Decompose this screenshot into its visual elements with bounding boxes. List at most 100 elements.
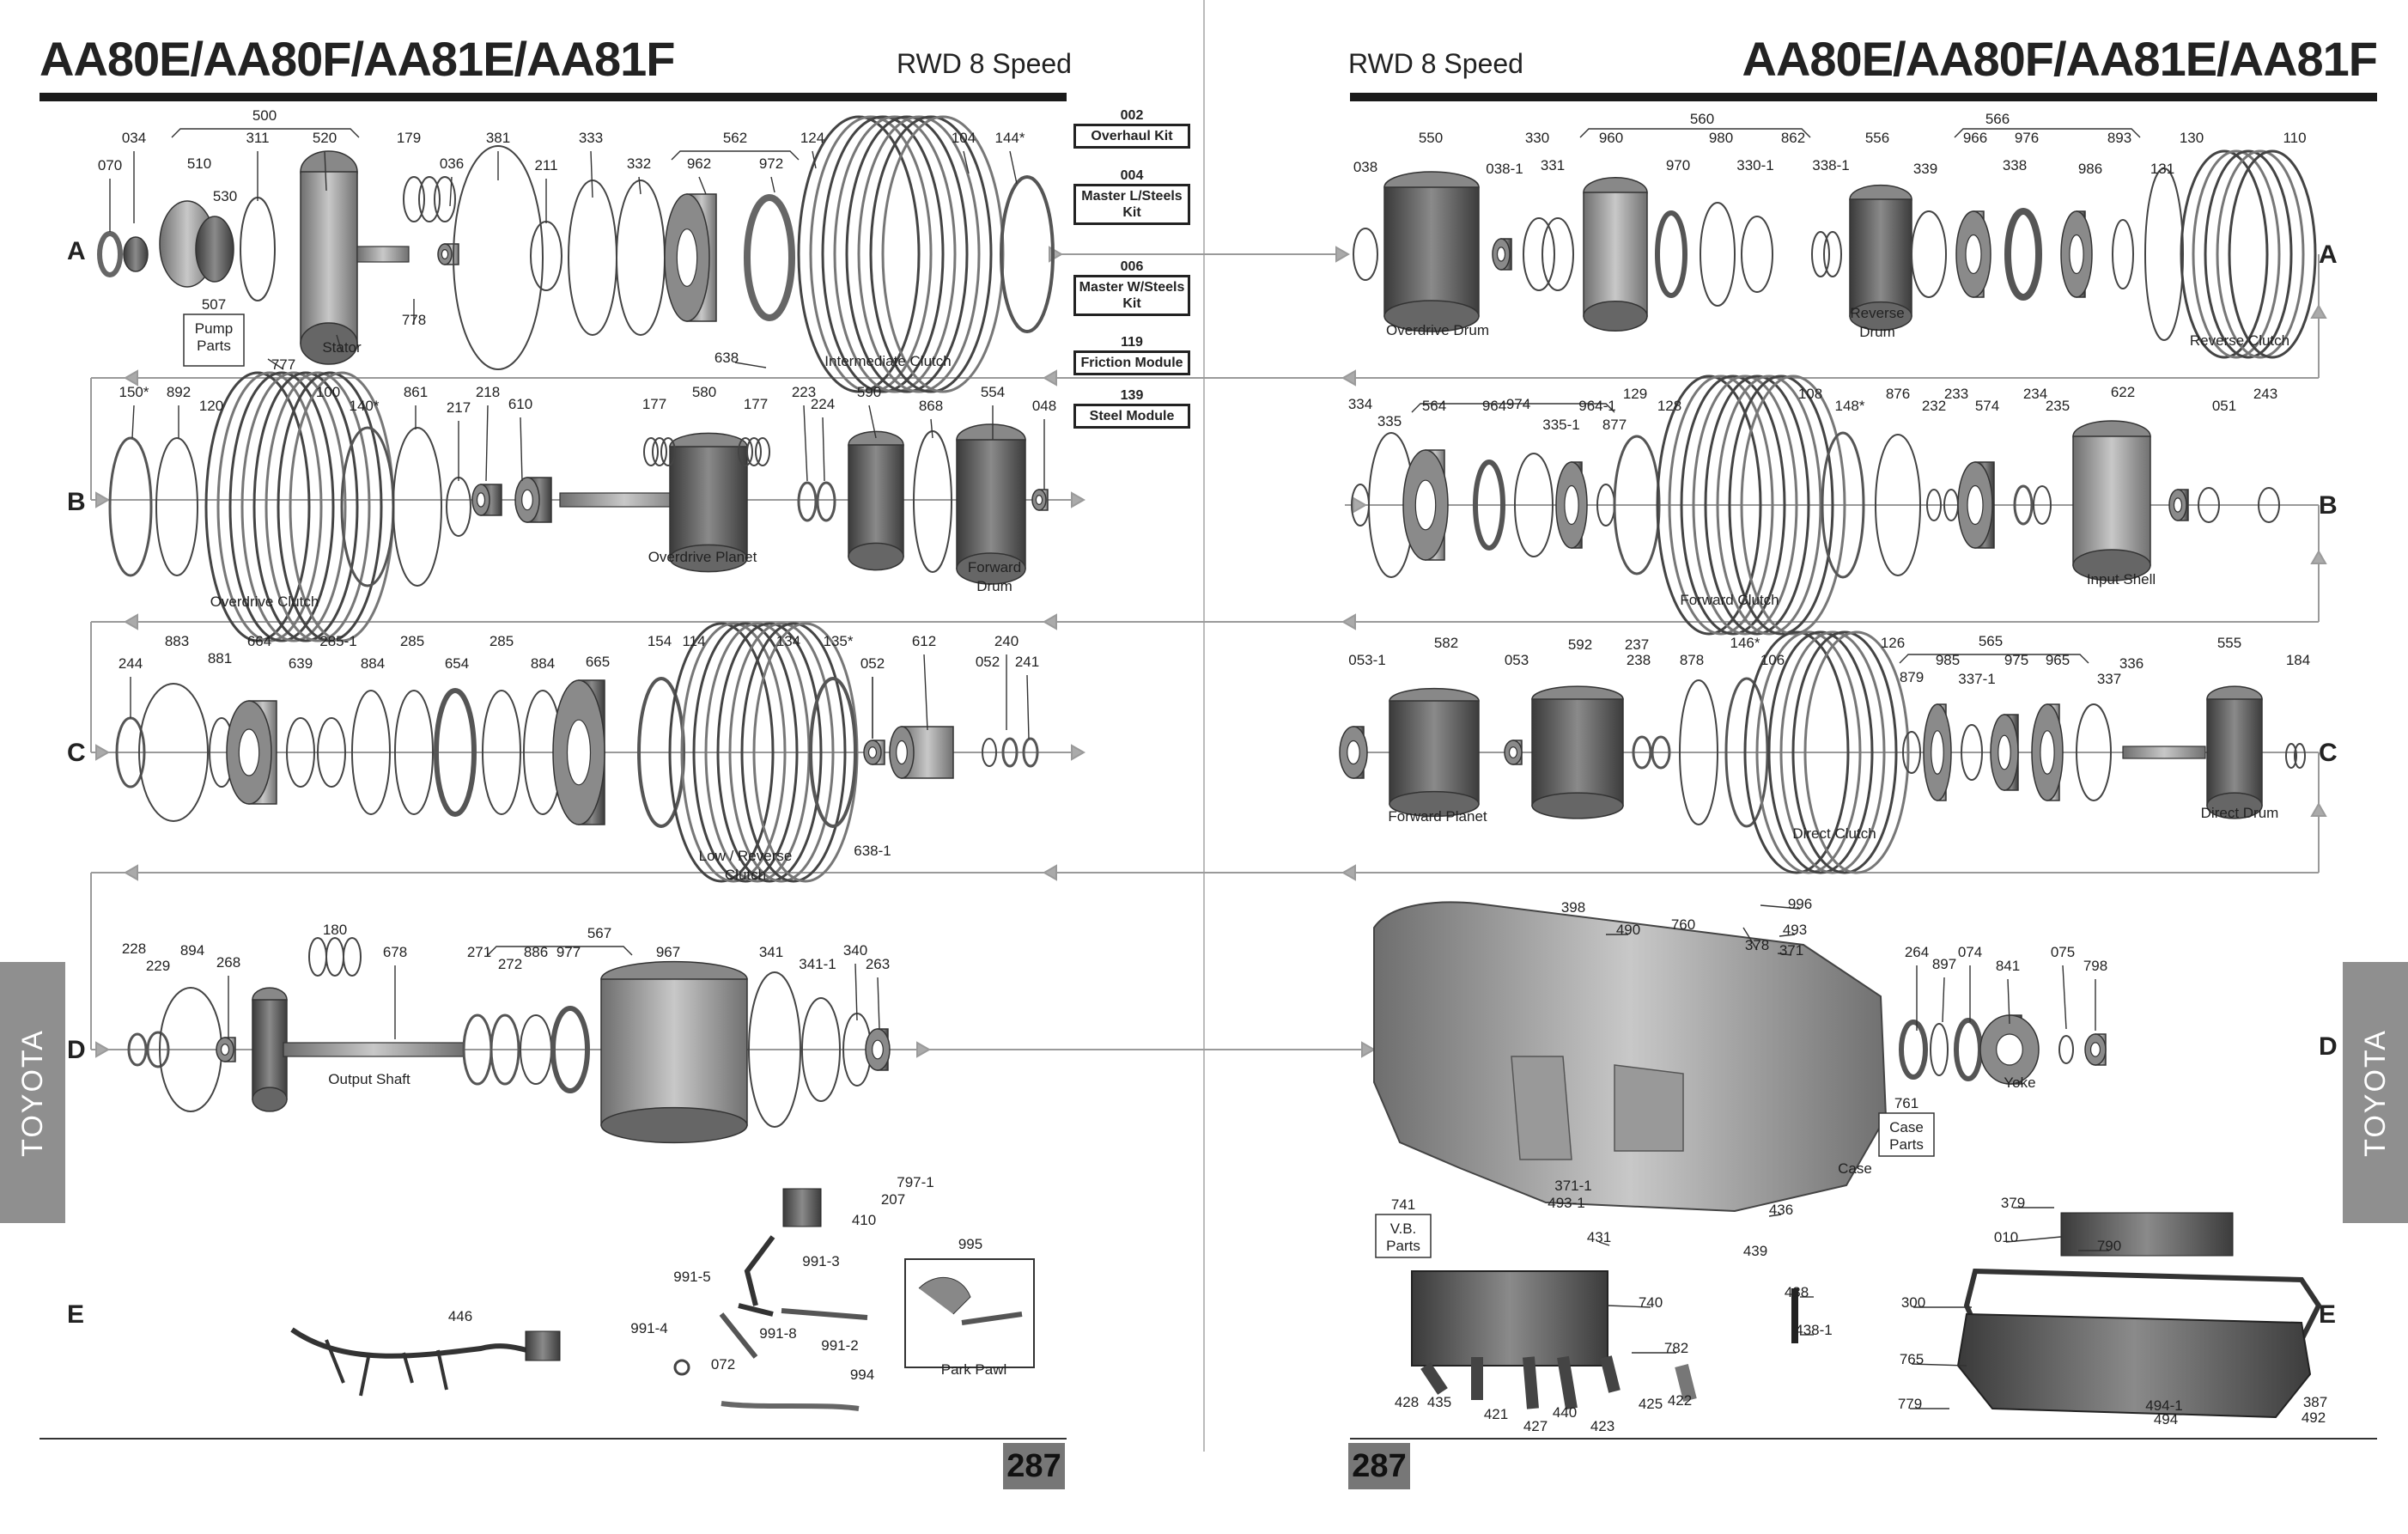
callout-label: 177 <box>744 396 768 412</box>
ring-part <box>2033 485 2052 525</box>
callout-label: 110 <box>2283 130 2306 146</box>
leader-line <box>1598 1241 1610 1246</box>
row-label-e-left: E <box>67 1300 85 1329</box>
callout-label: 868 <box>919 398 943 414</box>
ring-part <box>446 477 471 537</box>
side-tab-left: TOYOTA <box>0 962 65 1223</box>
cylinder-part <box>2173 497 2183 513</box>
cylinder-part <box>238 728 260 776</box>
ring-part <box>1001 737 1019 768</box>
drum-part <box>1531 698 1624 807</box>
callout-label: 075 <box>2051 944 2075 960</box>
kit-label: Overhaul Kit <box>1073 124 1190 149</box>
leader-line <box>485 405 489 482</box>
callout-label: 665 <box>586 654 610 670</box>
callout-label: Direct Clutch <box>1792 825 1876 842</box>
cylinder-part <box>441 249 449 260</box>
leader-line <box>1911 1363 1967 1367</box>
flow-arrow <box>95 1041 111 1058</box>
callout-label: 881 <box>208 650 232 667</box>
right-page-title: AA80E/AA80F/AA81E/AA81F <box>1742 32 2378 86</box>
flow-lines <box>90 246 2327 1058</box>
ring-part <box>1473 460 1505 551</box>
callout-label: 341 <box>759 944 783 960</box>
ring-part <box>482 690 521 815</box>
left-page-subtitle: RWD 8 Speed <box>897 48 1072 79</box>
callout-label: 965 <box>2046 652 2070 668</box>
ring-part <box>1353 228 1378 281</box>
ring-part <box>2013 484 2034 526</box>
callout-label: 765 <box>1900 1351 1924 1367</box>
ring-part <box>2204 149 2293 359</box>
output-shaft-part <box>252 1087 288 1112</box>
callout-label: 986 <box>2078 161 2102 177</box>
ring-part <box>748 971 801 1128</box>
leader-line <box>868 405 877 439</box>
boxed-group-label: Parts <box>1889 1136 1924 1153</box>
leader-line <box>131 405 135 439</box>
ring-part <box>1755 630 1862 874</box>
rod-part <box>721 1401 860 1411</box>
flow-arrow <box>1353 496 1368 514</box>
right-footer-rule <box>1350 1438 2377 1440</box>
callout-label: 104 <box>952 130 976 146</box>
leader-line <box>770 176 775 193</box>
flow-arrow <box>95 744 111 761</box>
ring-part <box>2144 167 2184 341</box>
cylinder-part <box>1998 734 2011 770</box>
callout-label: Forward Clutch <box>1680 592 1779 608</box>
ring-part <box>637 677 685 828</box>
ring-part <box>1926 489 1942 521</box>
callout-label: 994 <box>850 1367 874 1383</box>
flow-arrow <box>1042 613 1057 630</box>
cylinder-part <box>2069 234 2084 275</box>
leader-line <box>1760 904 1801 910</box>
callout-label: 134 <box>776 633 800 649</box>
ring-part <box>692 622 799 883</box>
callout-label: Overdrive Planet <box>648 549 757 565</box>
ring-part <box>821 115 945 393</box>
ring-part <box>1668 374 1774 636</box>
cylinder-part <box>1508 746 1518 758</box>
leader-line <box>822 417 825 482</box>
callout-label: 991-3 <box>802 1253 839 1269</box>
ring-part <box>1740 374 1846 636</box>
callout-label: 897 <box>1932 956 1956 972</box>
callout-label: 150* <box>119 384 149 400</box>
boxed-group-number: 507 <box>202 296 226 313</box>
callout-label: 562 <box>723 130 747 146</box>
leader-line <box>854 963 858 1021</box>
callout-label: 337 <box>2097 671 2121 687</box>
pipe-part <box>1791 1288 1798 1343</box>
callout-label: 335-1 <box>1542 417 1579 433</box>
callout-label: 678 <box>383 944 407 960</box>
callout-label: 555 <box>2217 635 2241 651</box>
ring-part <box>809 115 933 393</box>
kit-label: Steel Module <box>1073 404 1190 429</box>
ring-part <box>1961 724 1983 781</box>
callout-label: 421 <box>1484 1406 1508 1422</box>
ring-part <box>418 176 441 222</box>
shaft-part <box>2122 746 2206 759</box>
callout-label: 439 <box>1743 1243 1767 1259</box>
ring-part <box>403 176 425 222</box>
callout-label: 378 <box>1745 937 1769 953</box>
rod-part <box>719 1308 868 1359</box>
ring-part <box>1767 630 1874 874</box>
callout-label: 180 <box>323 922 347 938</box>
boxed-group-label: Case <box>1889 1119 1924 1135</box>
flow-arrow <box>1071 744 1086 761</box>
callout-label: 228 <box>122 940 146 957</box>
callout-label: 124 <box>800 130 824 146</box>
ring-part <box>1613 435 1661 575</box>
callout-label: 207 <box>881 1191 905 1208</box>
row-label-b-left: B <box>67 488 86 516</box>
leader-line <box>930 418 933 439</box>
callout-label: 638 <box>714 350 739 366</box>
output-shaft-part <box>252 999 288 1100</box>
